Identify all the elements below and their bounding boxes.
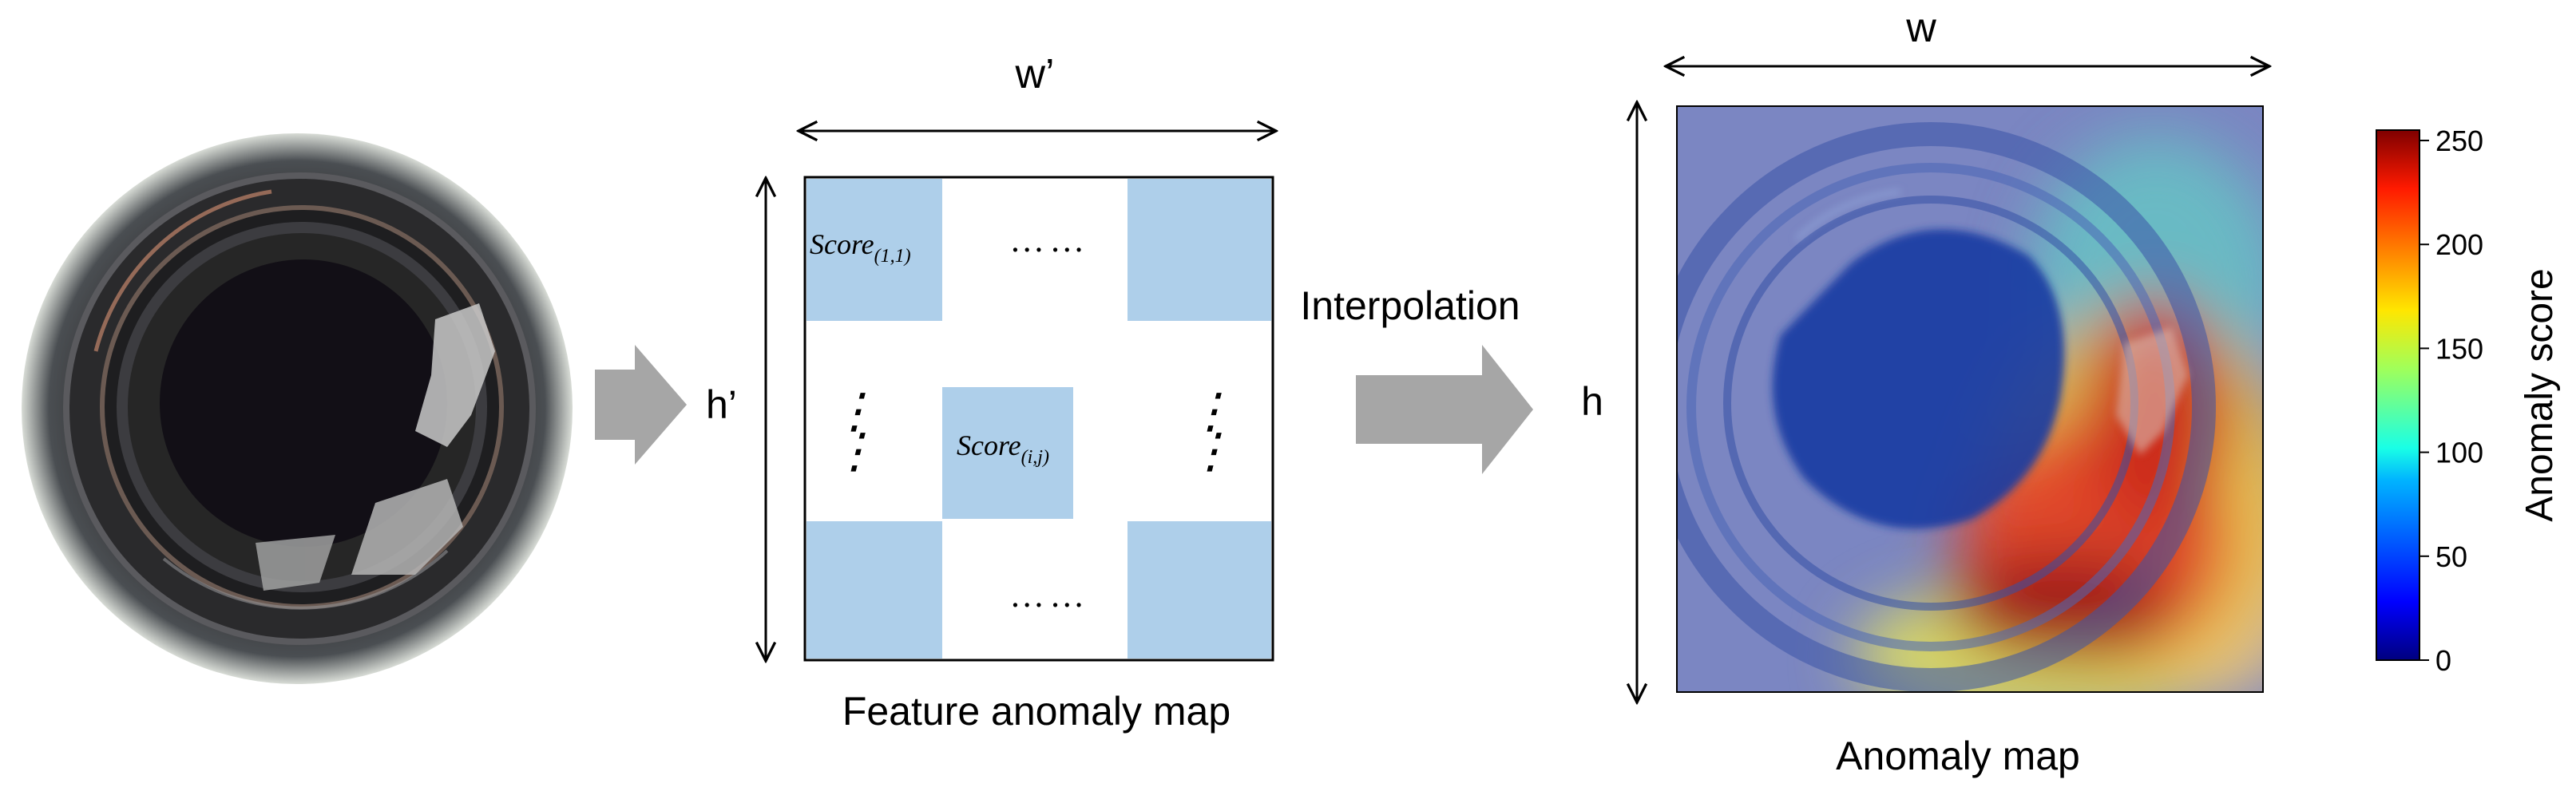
interpolation-arrow	[1356, 345, 1533, 474]
colorbar: Anomaly score 0 50 100 150 200 250	[2376, 125, 2561, 677]
anomaly-map-frame	[1676, 105, 2264, 693]
vertical-ellipsis-left-2: ⋮	[830, 425, 878, 477]
colorbar-tick-label-200: 200	[2435, 228, 2483, 261]
colorbar-tick-label-0: 0	[2435, 644, 2451, 677]
vertical-ellipsis-left-1: ⋮	[830, 385, 878, 437]
w-label: w	[1905, 5, 1936, 51]
colorbar-tick-label-50: 50	[2435, 540, 2467, 573]
feature-cell-bottom-left	[806, 521, 942, 659]
colorbar-gradient	[2376, 129, 2420, 661]
feature-anomaly-map: w’ Score(1,1) Score(i,j) … … … … ⋮ ⋮ ⋮ ⋮…	[766, 51, 1276, 734]
colorbar-tick-label-100: 100	[2435, 437, 2483, 469]
input-bottle-image	[22, 133, 573, 684]
feature-cell-center	[942, 387, 1073, 519]
w-prime-label: w’	[1014, 51, 1054, 97]
feature-cell-top-left	[806, 179, 942, 321]
h-label: h	[1581, 379, 1603, 424]
feature-cell-bottom-right	[1127, 521, 1271, 659]
colorbar-tick-label-150: 150	[2435, 332, 2483, 365]
bottle-defect	[256, 303, 495, 591]
colorbar-tick-label-250: 250	[2435, 125, 2483, 157]
score-1-1-label: Score(1,1)	[810, 228, 911, 267]
interpolation-label: Interpolation	[1300, 283, 1520, 328]
colorbar-label: Anomaly score	[2519, 268, 2561, 521]
h-prime-label: h’	[706, 382, 737, 427]
feature-cell-top-right	[1127, 179, 1271, 321]
score-i-j-label: Score(i,j)	[957, 429, 1049, 468]
vertical-ellipsis-right-1: ⋮	[1187, 385, 1234, 437]
vertical-ellipsis-right-2: ⋮	[1187, 425, 1234, 477]
anomaly-map-caption: Anomaly map	[1836, 734, 2080, 778]
feature-anomaly-map-caption: Feature anomaly map	[842, 689, 1231, 734]
bottle-mouth	[160, 259, 447, 547]
horizontal-ellipsis-top: … …	[1012, 220, 1083, 259]
horizontal-ellipsis-bottom: … …	[1012, 576, 1083, 615]
process-arrow-1	[595, 345, 687, 465]
anomaly-map: w Anomaly map	[1637, 5, 2316, 778]
anomaly-heatmap-image	[1677, 106, 2263, 692]
